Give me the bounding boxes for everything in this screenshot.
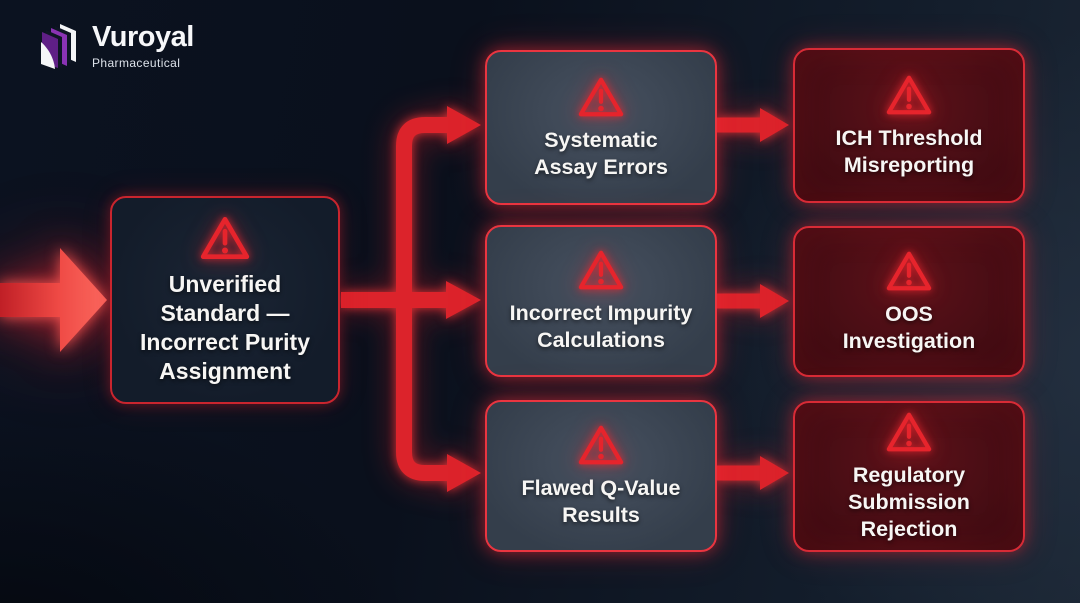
flow-box-outcome-3: Regulatory Submission Rejection (793, 401, 1025, 552)
flow-box-outcome-1: ICH Threshold Misreporting (793, 48, 1025, 203)
warning-triangle-icon (200, 216, 250, 260)
flow-box-label: ICH Threshold Misreporting (835, 125, 983, 177)
flow-box-label: Systematic Assay Errors (534, 127, 668, 179)
warning-triangle-icon (886, 412, 932, 452)
entry-arrow-icon (0, 248, 107, 352)
book-pages-logo-icon (41, 24, 76, 69)
warning-triangle-icon (578, 250, 624, 290)
warning-triangle-icon (578, 77, 624, 116)
brand-tagline: Pharmaceutical (92, 56, 181, 70)
flow-box-label: Regulatory Submission Rejection (848, 463, 970, 541)
flow-box-cause-3: Flawed Q-Value Results (485, 400, 717, 552)
brand-name: Vuroyal (92, 21, 194, 53)
flow-box-cause-2: Incorrect Impurity Calculations (485, 225, 717, 377)
flow-box-label: Unverified Standard — Incorrect Purity A… (140, 271, 310, 384)
flow-box-label: OOS Investigation (842, 301, 976, 353)
warning-triangle-icon (886, 251, 932, 290)
flow-box-label: Incorrect Impurity Calculations (509, 301, 693, 352)
warning-triangle-icon (886, 75, 932, 114)
flow-box-outcome-2: OOS Investigation (793, 226, 1025, 377)
branch-arrows-icon (341, 106, 481, 492)
flow-box-root-cause: Unverified Standard — Incorrect Purity A… (110, 196, 340, 404)
flow-box-cause-1: Systematic Assay Errors (485, 50, 717, 205)
flow-box-label: Flawed Q-Value Results (521, 476, 681, 527)
brand-logo: Vuroyal Pharmaceutical (34, 22, 194, 70)
warning-triangle-icon (578, 425, 624, 465)
connector-arrows-icon (717, 108, 789, 490)
